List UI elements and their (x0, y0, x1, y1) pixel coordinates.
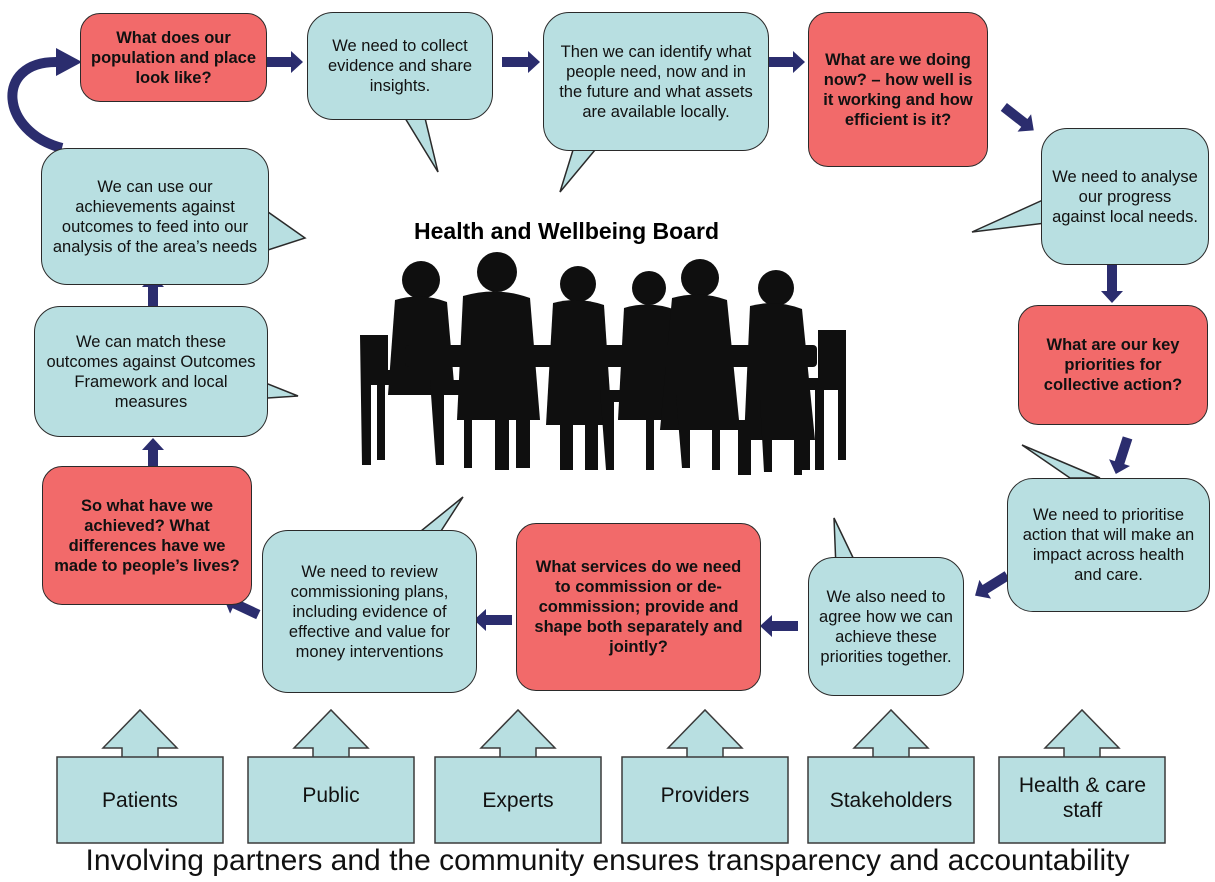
node-feed-analysis: We can use our achievements against outc… (41, 148, 269, 285)
partner-public: Public (302, 783, 360, 807)
arrow-n5-n6 (1101, 265, 1123, 303)
up-arrow-icon (247, 708, 415, 844)
footer-caption: Involving partners and the community ens… (85, 844, 1130, 877)
board-title: Health and Wellbeing Board (414, 218, 719, 244)
arrow-n3-n4 (767, 51, 805, 73)
node-analyse-progress: We need to analyse our progress against … (1041, 128, 1209, 265)
arrow-n9-n10 (474, 609, 512, 631)
node-achieved-question: So what have we achieved? What differenc… (42, 466, 252, 605)
node-match-outcomes: We can match these outcomes against Outc… (34, 306, 268, 437)
node-doing-now-question: What are we doing now? – how well is it … (808, 12, 988, 167)
meeting-silhouette-icon (360, 252, 846, 475)
arrow-n8-n9 (760, 615, 798, 637)
bubble-tails (237, 117, 1101, 569)
arrow-n13-n1 (7, 48, 82, 153)
partner-stakeholders: Stakeholders (829, 788, 953, 812)
partner-experts: Experts (482, 788, 554, 812)
partner-arrows (56, 708, 1166, 844)
arrow-n6-n7 (1109, 436, 1133, 475)
up-arrow-icon (807, 708, 975, 844)
arrow-n4-n5 (1000, 102, 1034, 132)
node-review-plans: We need to review commissioning plans, i… (262, 530, 477, 693)
tail-n3 (559, 149, 597, 193)
up-arrow-icon (56, 708, 224, 844)
arrow-n1-n2 (265, 51, 303, 73)
node-prioritise-action: We need to prioritise action that will m… (1007, 478, 1210, 612)
arrow-n11-n12 (142, 438, 164, 476)
node-collect-evidence: We need to collect evidence and share in… (307, 12, 493, 120)
node-population-question: What does our population and place look … (80, 13, 267, 102)
tail-n7 (1021, 444, 1101, 479)
partner-patients: Patients (102, 788, 178, 812)
arrow-n2-n3 (502, 51, 540, 73)
node-agree-priorities: We also need to agree how we can achieve… (808, 557, 964, 696)
up-arrow-icon (434, 708, 602, 844)
up-arrow-icon (998, 708, 1166, 844)
tail-n13 (267, 210, 307, 252)
partner-health-care-staff: Health & care staff (1018, 774, 1147, 822)
node-services-question: What services do we need to commission o… (516, 523, 761, 691)
node-priorities-question: What are our key priorities for collecti… (1018, 305, 1208, 425)
up-arrow-icon (621, 708, 789, 844)
arrow-n7-n8 (975, 571, 1010, 599)
partner-providers: Providers (660, 783, 750, 807)
node-identify-needs: Then we can identify what people need, n… (543, 12, 769, 151)
tail-n2 (403, 117, 439, 173)
